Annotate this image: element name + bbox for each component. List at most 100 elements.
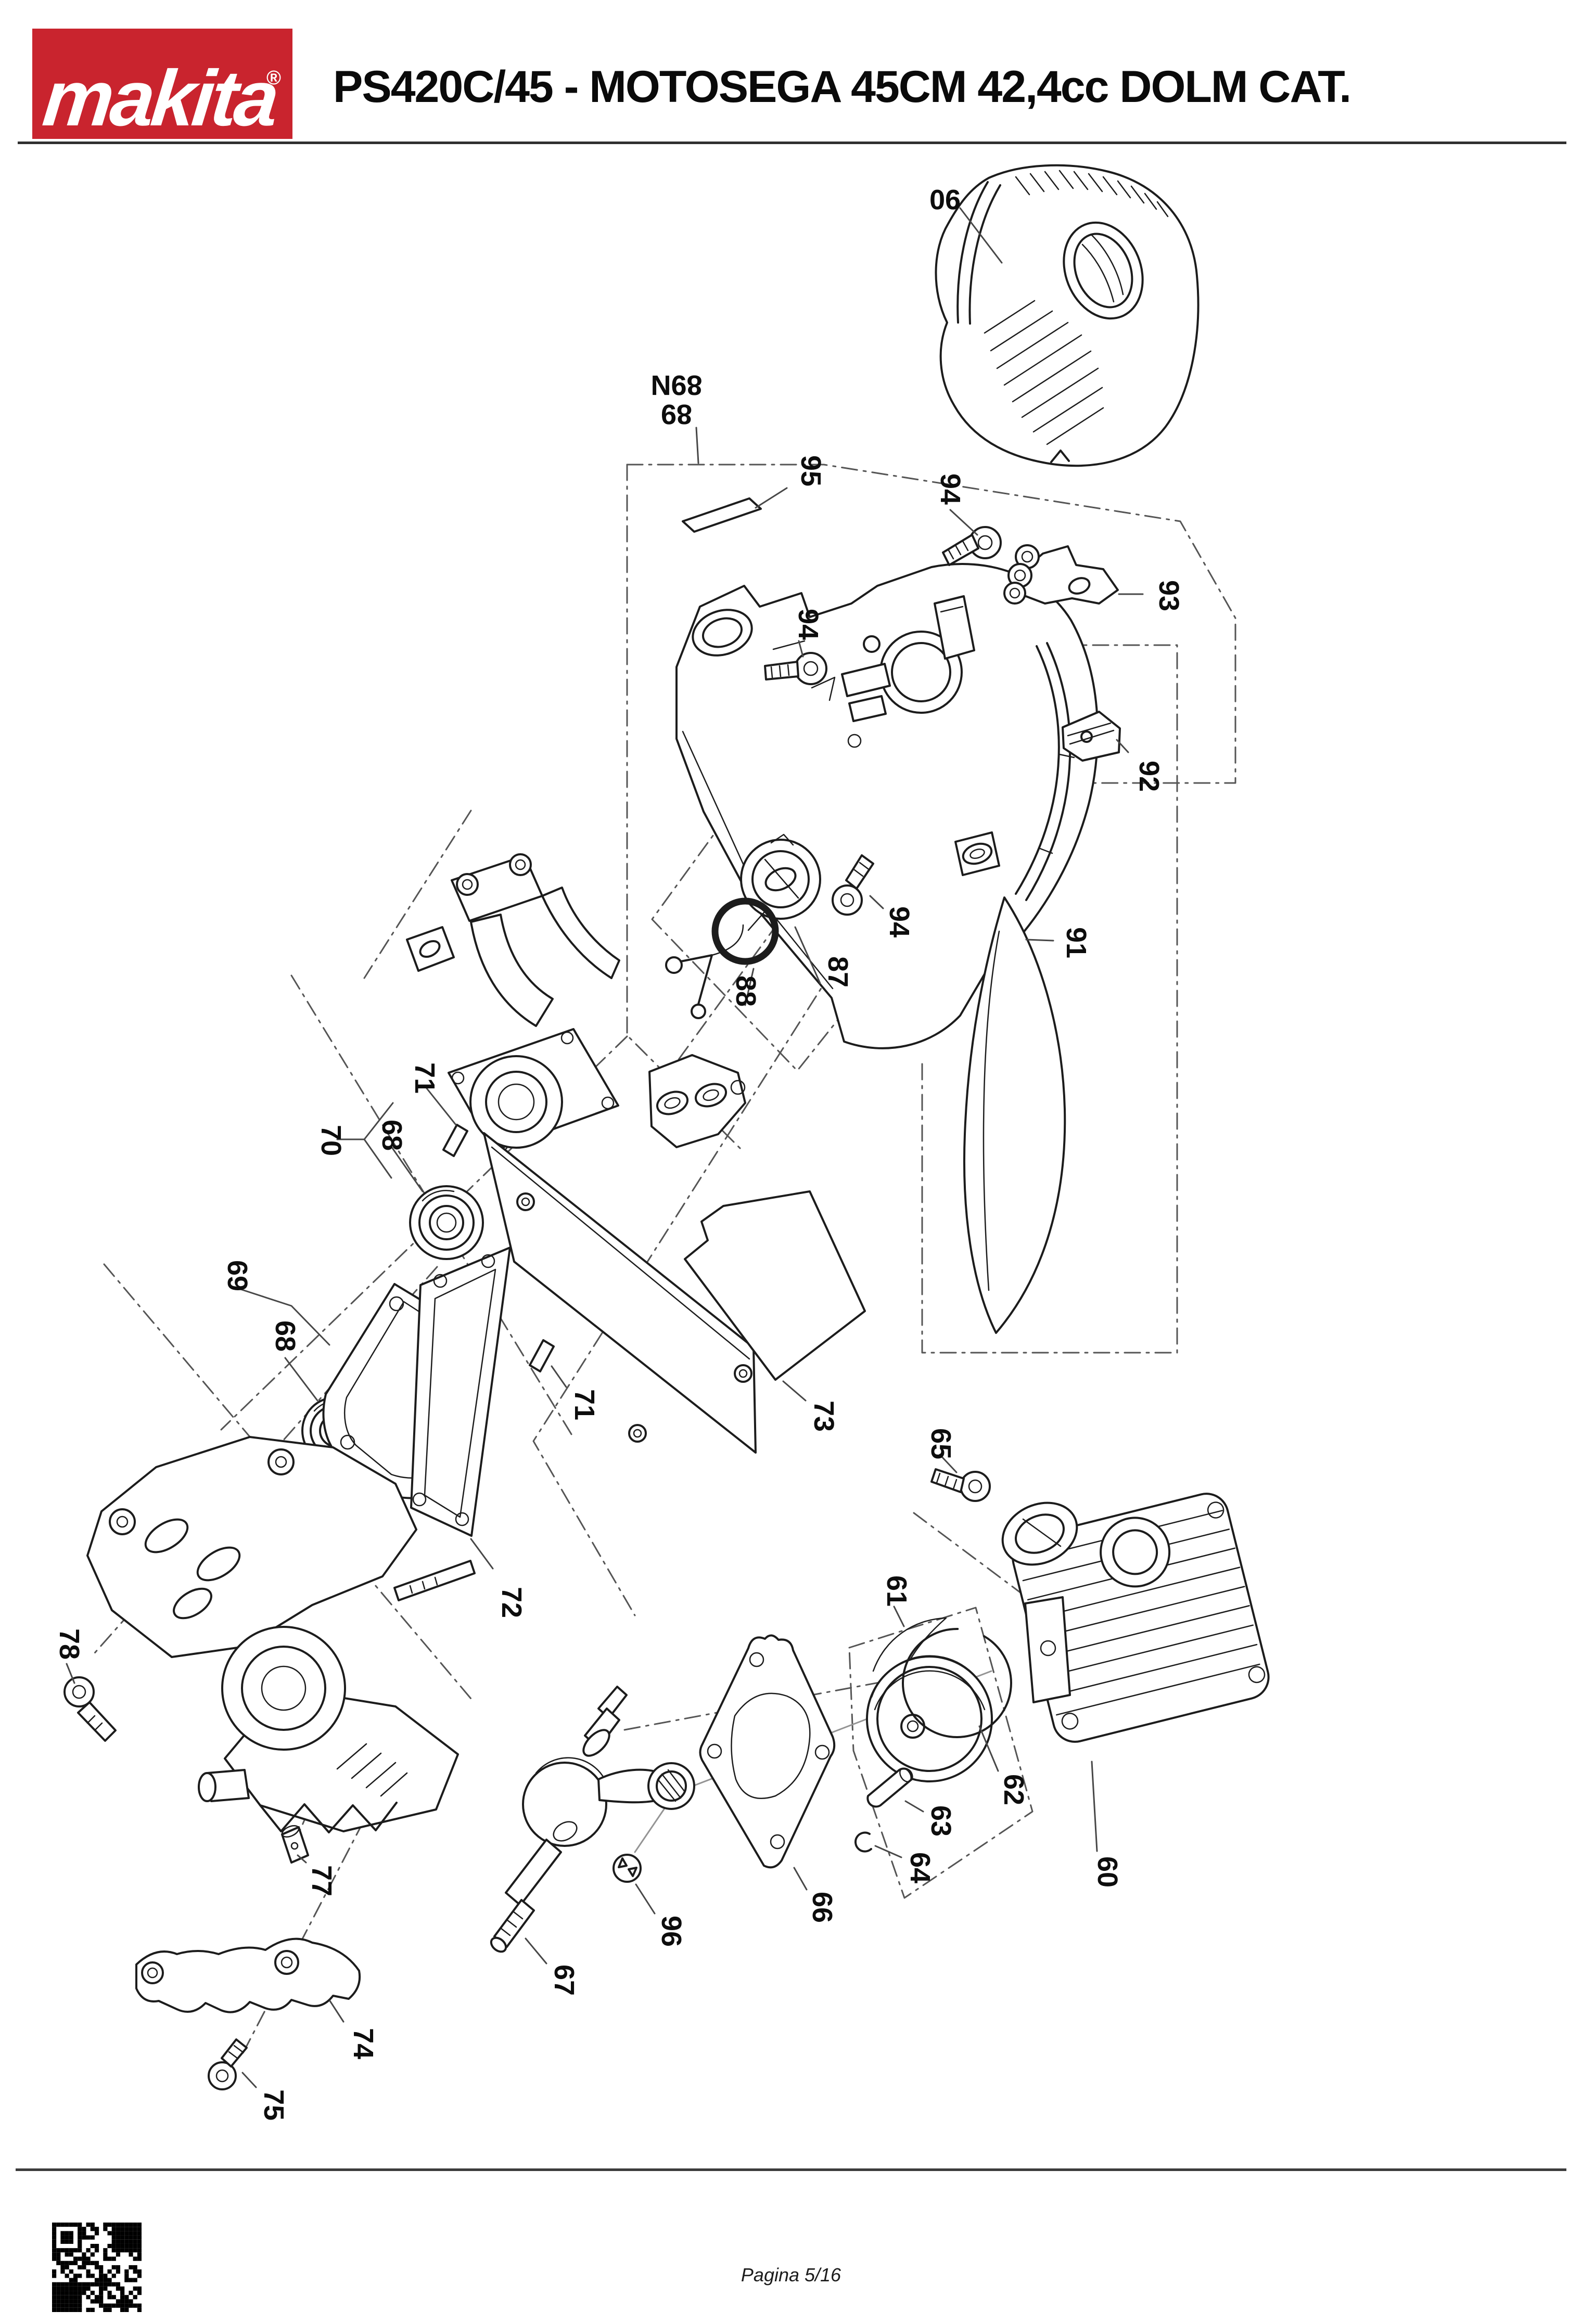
part-67-crankshaft: [490, 1686, 695, 1953]
svg-text:87: 87: [822, 956, 853, 987]
part-92-clip: [1062, 711, 1121, 762]
leader-line-63: [904, 1800, 924, 1813]
part-77-stud: [281, 1825, 309, 1864]
part-label-93: 93: [1153, 580, 1184, 611]
part-label-94: 94: [793, 609, 824, 640]
part-78-screw: [63, 1676, 117, 1742]
leader-line-91: [1025, 939, 1054, 942]
leader-line-71: [426, 1087, 457, 1126]
part-label-94: 94: [884, 906, 915, 938]
part-62-piston-ring: [902, 1628, 1012, 1738]
leader-line-87: [794, 926, 821, 984]
footer-rule: [16, 2168, 1566, 2171]
part-65-screw: [930, 1468, 991, 1502]
part-74-bumper-spike: [135, 1937, 361, 2013]
svg-text:71: 71: [569, 1389, 600, 1420]
leader-line-77: [297, 1854, 307, 1864]
svg-text:63: 63: [925, 1805, 956, 1837]
part-label-69: 69: [222, 1260, 253, 1291]
leader-line-78: [66, 1663, 75, 1684]
part-label-71: 71: [569, 1389, 600, 1420]
part-75-screw: [208, 2038, 248, 2090]
part-label-61: 61: [881, 1575, 912, 1607]
leader-line-67: [525, 1937, 547, 1965]
svg-text:61: 61: [881, 1575, 912, 1607]
part-label-67: 67: [548, 1965, 580, 1996]
svg-text:67: 67: [548, 1965, 580, 1996]
part-label-91: 91: [1061, 927, 1092, 958]
leader-line-69: [239, 1288, 330, 1346]
leader-line-96: [635, 1883, 656, 1915]
leader-line-73: [782, 1380, 807, 1402]
part-93-bracket: [1003, 544, 1119, 605]
part-96-nut: [613, 1854, 642, 1883]
svg-text:68: 68: [270, 1320, 301, 1352]
svg-text:60: 60: [1092, 1856, 1123, 1888]
svg-text:95: 95: [795, 455, 826, 486]
svg-text:89N: 89N: [650, 369, 702, 401]
part-label-90: 90: [929, 184, 961, 215]
part-71-dowel-pin-a: [442, 1124, 468, 1157]
svg-text:78: 78: [54, 1628, 85, 1660]
svg-text:96: 96: [656, 1916, 687, 1947]
part-89-engine-shroud: [675, 563, 1099, 1049]
part-label-74: 74: [348, 2028, 379, 2059]
svg-text:92: 92: [1133, 761, 1165, 792]
leader-line-65: [939, 1454, 958, 1473]
part-68-bearing-a: [409, 1185, 484, 1260]
part-label-71: 71: [409, 1062, 440, 1094]
leader-line-68: [390, 1146, 424, 1192]
part-64-circlip: [854, 1831, 872, 1853]
part-label-62: 62: [998, 1774, 1029, 1805]
leader-line-94: [798, 640, 804, 658]
svg-text:62: 62: [998, 1774, 1029, 1805]
part-60-cylinder: [1001, 1493, 1270, 1743]
leader-line-92: [1116, 739, 1129, 753]
part-90-top-cover: [935, 164, 1200, 467]
leader-line-74: [329, 2000, 345, 2023]
part-94-screw-a: [942, 526, 1002, 566]
svg-text:66: 66: [807, 1892, 838, 1923]
part-label-60: 60: [1092, 1856, 1123, 1888]
leader-line-62: [978, 1725, 999, 1772]
part-88-o-ring: [665, 897, 779, 1019]
svg-text:74: 74: [348, 2028, 379, 2059]
part-73-baffle-sheet: [684, 1190, 866, 1381]
part-label-92: 92: [1133, 761, 1165, 792]
part-94-screw-b: [764, 652, 827, 685]
part-label-94: 94: [935, 473, 966, 505]
svg-text:69: 69: [222, 1260, 253, 1291]
leader-line-72: [470, 1538, 494, 1570]
part-72-gasket: [410, 1247, 511, 1537]
part-66-gasket: [699, 1634, 836, 1869]
part-label-72: 72: [496, 1587, 527, 1618]
part-91-deflector: [963, 896, 1066, 1334]
makita-logo: makita ®: [32, 29, 292, 143]
svg-text:65: 65: [925, 1428, 956, 1459]
svg-text:75: 75: [258, 2089, 289, 2121]
part-label-68: 68: [270, 1320, 301, 1352]
part-label-87: 87: [822, 956, 853, 987]
part-label-65: 65: [925, 1428, 956, 1459]
svg-text:94: 94: [793, 609, 824, 640]
part-label-78: 78: [54, 1628, 85, 1660]
part-label-70: 70: [315, 1125, 347, 1156]
svg-text:93: 93: [1153, 580, 1184, 611]
part-label-95: 95: [795, 455, 826, 486]
leader-line-75: [241, 2072, 257, 2088]
svg-text:77: 77: [306, 1865, 337, 1896]
part-label-66: 66: [807, 1892, 838, 1923]
leader-line-71: [551, 1365, 567, 1388]
svg-text:94: 94: [884, 906, 915, 938]
part-95-strip: [682, 497, 762, 533]
part-label-96: 96: [656, 1916, 687, 1947]
part-87-cap: [740, 833, 821, 931]
leader-line-61: [893, 1606, 905, 1627]
leader-line-94: [869, 895, 884, 909]
part-94-screw-c: [832, 854, 874, 916]
svg-text:91: 91: [1061, 927, 1092, 958]
part-label-75: 75: [258, 2089, 289, 2121]
svg-text:89: 89: [661, 399, 692, 430]
